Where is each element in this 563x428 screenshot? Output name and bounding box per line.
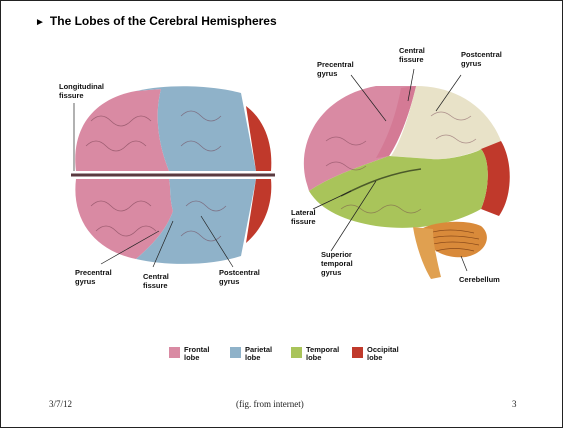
label-precentral-gyrus-left-1: Precentral [75, 268, 112, 277]
upper-hemisphere-frontal [75, 89, 169, 171]
label-precentral-gyrus-right-1: Precentral [317, 60, 354, 69]
label-cerebellum: Cerebellum [459, 275, 500, 284]
slide-title: ► The Lobes of the Cerebral Hemispheres [35, 14, 277, 28]
footer-page-number: 3 [512, 399, 517, 409]
label-superior-temporal-gyrus-1: Superior [321, 250, 352, 259]
bullet-triangle-icon: ► [35, 17, 45, 28]
label-postcentral-gyrus-right-1: Postcentral [461, 50, 502, 59]
legend-swatch-parietal [230, 347, 241, 358]
legend-swatch-temporal [291, 347, 302, 358]
legend-swatch-occipital [352, 347, 363, 358]
slide-title-text: The Lobes of the Cerebral Hemispheres [50, 14, 277, 28]
label-longitudinal-fissure-1: Longitudinal [59, 82, 104, 91]
brain-illustration: Longitudinal fissure Precentral gyrus Ce… [41, 31, 531, 351]
label-postcentral-gyrus-right-2: gyrus [461, 59, 481, 68]
label-lateral-fissure-2: fissure [291, 217, 316, 226]
brain-figure: Longitudinal fissure Precentral gyrus Ce… [41, 31, 531, 351]
label-precentral-gyrus-left-2: gyrus [75, 277, 95, 286]
label-central-fissure-left-1: Central [143, 272, 169, 281]
superior-view-brain [71, 86, 275, 264]
label-postcentral-gyrus-left-1: Postcentral [219, 268, 260, 277]
legend-swatch-frontal [169, 347, 180, 358]
label-superior-temporal-gyrus-2: temporal [321, 259, 353, 268]
label-longitudinal-fissure-2: fissure [59, 91, 84, 100]
label-precentral-gyrus-right-2: gyrus [317, 69, 337, 78]
label-postcentral-gyrus-left-2: gyrus [219, 277, 239, 286]
label-lateral-fissure-1: Lateral [291, 208, 316, 217]
label-central-fissure-left-2: fissure [143, 281, 168, 290]
footer-date: 3/7/12 [49, 399, 72, 409]
label-superior-temporal-gyrus-3: gyrus [321, 268, 341, 277]
label-central-fissure-right-2: fissure [399, 55, 424, 64]
footer-caption: (fig. from internet) [236, 399, 304, 409]
label-central-fissure-right-1: Central [399, 46, 425, 55]
